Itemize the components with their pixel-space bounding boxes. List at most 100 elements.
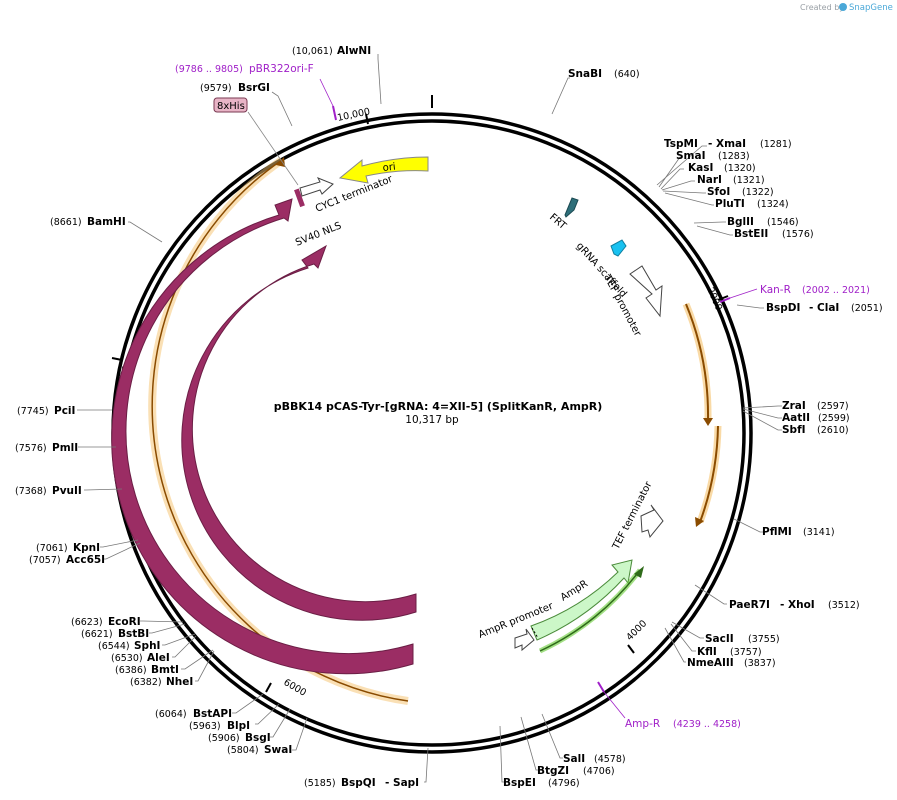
his-tag-badge[interactable]: 8xHis bbox=[213, 97, 248, 113]
site-kasi[interactable]: KasI (1320) bbox=[688, 162, 756, 174]
site-name: PvuII bbox=[52, 485, 82, 497]
site-bsteii[interactable]: BstEII (1576) bbox=[734, 228, 814, 240]
ori-feature[interactable]: ori bbox=[338, 156, 429, 184]
site-blpi[interactable]: (5963) BlpI bbox=[189, 720, 250, 732]
site-pvuii[interactable]: (7368) PvuII bbox=[15, 485, 82, 497]
primer-amp-r[interactable]: Amp-R (4239 .. 4258) bbox=[625, 718, 741, 730]
site-btgzi[interactable]: BtgZI (4706) bbox=[537, 765, 615, 777]
site-alei[interactable]: (6530) AleI bbox=[111, 652, 170, 664]
site-pos: (7057) bbox=[29, 555, 61, 566]
kanr-arrowhead-icon bbox=[703, 418, 713, 426]
svg-text:- ClaI: - ClaI bbox=[809, 302, 839, 314]
site-nhei[interactable]: (6382) NheI bbox=[130, 676, 193, 688]
site-pos: (5185) bbox=[304, 778, 336, 789]
site-pflmi[interactable]: PflMI (3141) bbox=[762, 526, 835, 538]
site-name: NheI bbox=[166, 676, 193, 688]
ori-label: ori bbox=[382, 162, 396, 174]
site-name: KpnI bbox=[73, 542, 100, 554]
site-pcii[interactable]: (7745) PciI bbox=[17, 405, 75, 417]
site-bmti[interactable]: (6386) BmtI bbox=[115, 664, 179, 676]
site-smai[interactable]: SmaI (1283) bbox=[676, 150, 750, 162]
tick-6000 bbox=[265, 682, 272, 693]
site-tspmi-xmai[interactable]: TspMI - XmaI (1281) bbox=[664, 138, 792, 150]
site-bglii[interactable]: BglII (1546) bbox=[727, 216, 799, 228]
site-pluti[interactable]: PluTI (1324) bbox=[715, 198, 789, 210]
site-sacii[interactable]: SacII (3755) bbox=[705, 633, 780, 645]
site-name: AatII bbox=[782, 412, 810, 424]
site-sbfi[interactable]: SbfI (2610) bbox=[782, 424, 849, 436]
kanr-fragment[interactable] bbox=[682, 302, 722, 527]
site-pos: (6064) bbox=[155, 709, 187, 720]
tick-10000 bbox=[365, 113, 369, 125]
primer-pbr322ori-f[interactable]: (9786 .. 9805) pBR322ori-F bbox=[175, 63, 314, 75]
site-bspei[interactable]: BspEI (4796) bbox=[503, 777, 580, 789]
site-swai[interactable]: (5804) SwaI bbox=[227, 744, 292, 756]
his-tag-label: 8xHis bbox=[217, 101, 245, 112]
primer-name: pBR322ori-F bbox=[249, 63, 314, 75]
svg-text:- XhoI: - XhoI bbox=[780, 599, 815, 611]
site-bamhi[interactable]: (8661) BamHI bbox=[50, 216, 126, 228]
cas9-inner-feature[interactable]: Cas9 bbox=[181, 244, 417, 621]
site-paer7i-xhoi[interactable]: PaeR7I - XhoI (3512) bbox=[729, 599, 860, 611]
tick-label-4000: 4000 bbox=[624, 618, 649, 643]
site-aatii[interactable]: AatII (2599) bbox=[782, 412, 850, 424]
site-sfoi[interactable]: SfoI (1322) bbox=[707, 186, 774, 198]
site-name: BglII bbox=[727, 216, 754, 228]
tef-terminator-feature[interactable]: TEF terminator bbox=[610, 479, 664, 552]
site-acc65i[interactable]: (7057) Acc65I bbox=[29, 554, 105, 566]
site-kfli[interactable]: KflI (3757) bbox=[697, 646, 762, 658]
site-name: BstBI bbox=[118, 628, 149, 640]
tef-promoter-feature[interactable]: TEF promoter bbox=[601, 265, 663, 339]
site-bspdi-clai[interactable]: BspDI - ClaI (2051) bbox=[766, 302, 883, 314]
his-leader bbox=[247, 111, 299, 186]
site-pos: (4706) bbox=[583, 766, 615, 777]
site-name: AlwNI bbox=[337, 45, 371, 57]
site-bsgi[interactable]: (5906) BsgI bbox=[208, 732, 271, 744]
site-nmeaiii[interactable]: NmeAIII (3837) bbox=[687, 657, 776, 669]
site-pos: (1576) bbox=[782, 229, 814, 240]
site-name2: ClaI bbox=[817, 302, 839, 314]
site-zrai[interactable]: ZraI (2597) bbox=[782, 400, 849, 412]
site-pos: (3755) bbox=[748, 634, 780, 645]
ampr-selection-arc bbox=[538, 566, 644, 654]
site-ecori[interactable]: (6623) EcoRI bbox=[71, 616, 141, 628]
site-name: BsgI bbox=[245, 732, 271, 744]
site-pos: (7368) bbox=[15, 486, 47, 497]
site-name: SnaBI bbox=[568, 68, 602, 80]
site-name2: SapI bbox=[393, 777, 419, 789]
site-bstbi[interactable]: (6621) BstBI bbox=[81, 628, 149, 640]
site-snabi[interactable]: SnaBI (640) bbox=[568, 68, 640, 80]
site-name: BspDI bbox=[766, 302, 800, 314]
site-name: Acc65I bbox=[66, 554, 105, 566]
site-alwni[interactable]: (10,061) AlwNI bbox=[292, 45, 371, 57]
site-pos: (8661) bbox=[50, 217, 82, 228]
primer-kan-r[interactable]: Kan-R (2002 .. 2021) bbox=[760, 284, 870, 296]
site-pos: (4578) bbox=[594, 754, 626, 765]
site-name: BstAPI bbox=[193, 708, 232, 720]
site-name: BamHI bbox=[87, 216, 126, 228]
cas9-inner-label: Cas9 bbox=[234, 450, 251, 478]
site-pos: (2610) bbox=[817, 425, 849, 436]
primer-range: (9786 .. 9805) bbox=[175, 64, 243, 75]
site-pmli[interactable]: (7576) PmlI bbox=[15, 442, 78, 454]
site-pos: (6386) bbox=[115, 665, 147, 676]
site-name: SphI bbox=[134, 640, 160, 652]
site-name: SacII bbox=[705, 633, 734, 645]
site-nari[interactable]: NarI (1321) bbox=[697, 174, 765, 186]
site-bstapi[interactable]: (6064) BstAPI bbox=[155, 708, 232, 720]
site-sali[interactable]: SalI (4578) bbox=[563, 753, 626, 765]
his-tag-mark[interactable] bbox=[294, 188, 305, 208]
site-name: NarI bbox=[697, 174, 722, 186]
site-sphi[interactable]: (6544) SphI bbox=[98, 640, 160, 652]
plasmid-size: 10,317 bp bbox=[405, 414, 459, 426]
site-bsrgi[interactable]: (9579) BsrGI bbox=[200, 82, 270, 94]
site-kpni[interactable]: (7061) KpnI bbox=[36, 542, 100, 554]
svg-text:- XmaI: - XmaI bbox=[708, 138, 746, 150]
backbone-outer bbox=[111, 112, 753, 754]
site-pos: (5963) bbox=[189, 721, 221, 732]
site-name: BlpI bbox=[227, 720, 250, 732]
snapgene-logo-icon bbox=[839, 3, 847, 11]
site-bspqi-sapi[interactable]: (5185) BspQI - SapI bbox=[304, 777, 419, 789]
site-pos: (6530) bbox=[111, 653, 143, 664]
frt-feature[interactable]: FRT bbox=[547, 197, 579, 232]
